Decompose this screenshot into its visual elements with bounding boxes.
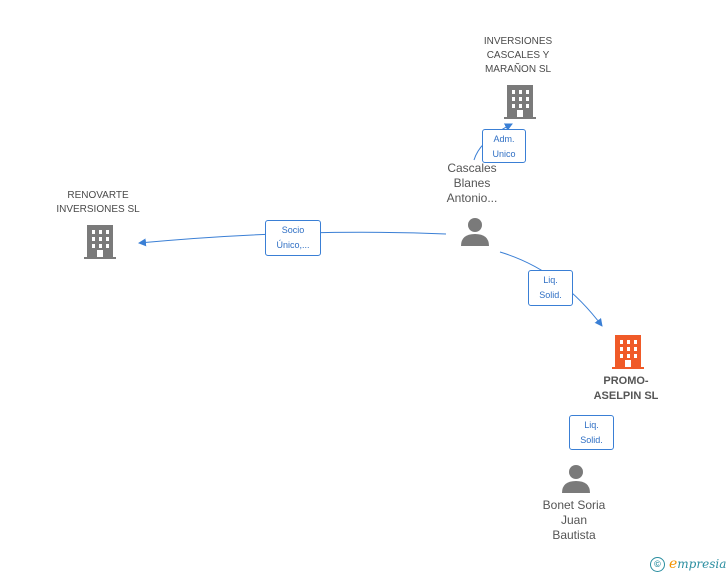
building-icon[interactable] — [504, 85, 536, 119]
empresia-logo: empresia — [669, 556, 727, 572]
edge-label-liq-solid[interactable]: Liq. Solid. — [528, 270, 573, 306]
empresia-footer: © empresia — [650, 555, 726, 573]
building-icon[interactable] — [84, 225, 116, 259]
renovarte-label[interactable]: RENOVARTE INVERSIONES SL — [56, 190, 140, 215]
inversiones-cascales-label[interactable]: INVERSIONES CASCALES Y MARAÑON SL — [483, 36, 553, 75]
edge-label-socio-unico[interactable]: Socio Único,... — [265, 220, 321, 256]
cascales-person-label[interactable]: Cascales Blanes Antonio... — [446, 161, 498, 205]
edge-label-adm-unico[interactable]: Adm. Unico — [482, 129, 526, 163]
person-icon[interactable] — [561, 463, 591, 493]
bonet-person-label[interactable]: Bonet Soria Juan Bautista — [542, 498, 606, 542]
edge-label-liq-solid-bonet[interactable]: Liq. Solid. — [569, 415, 614, 450]
promo-aselpin-label[interactable]: PROMO- ASELPIN SL — [593, 375, 659, 402]
building-icon[interactable] — [612, 335, 644, 369]
person-icon[interactable] — [460, 216, 490, 246]
copyright-icon: © — [650, 556, 665, 572]
